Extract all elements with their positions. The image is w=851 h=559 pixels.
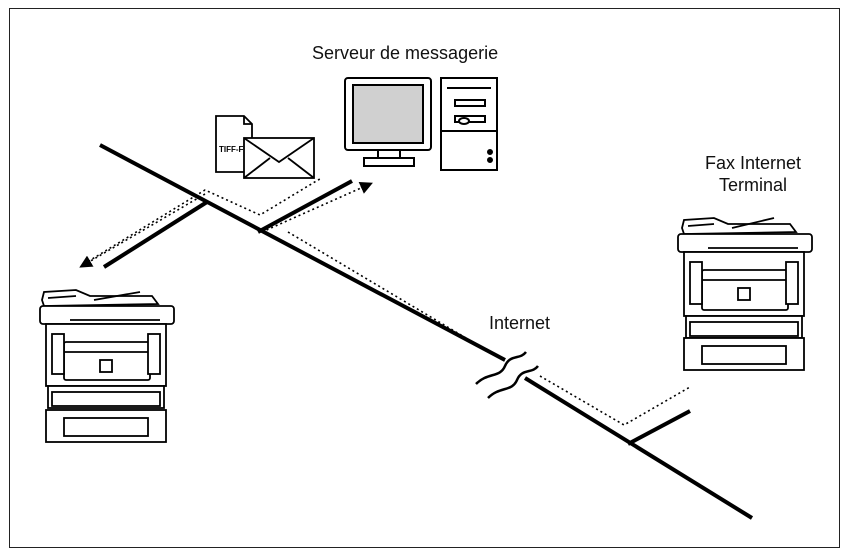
internet-label: Internet <box>489 313 551 333</box>
mail-server-label: Serveur de messagerie <box>312 43 499 63</box>
fax-terminal-label-line1: Fax Internet <box>704 153 802 173</box>
flow-to-sender-arrow <box>79 193 206 268</box>
network-line <box>99 143 754 520</box>
envelope-icon <box>243 137 315 179</box>
sender-printer-icon <box>39 289 175 443</box>
tiff-document-icon: TIFF-F <box>215 115 253 173</box>
data-flow-paths <box>83 177 691 426</box>
fax-terminal-label-line2: Terminal <box>718 175 788 195</box>
receiver-printer-icon <box>677 217 813 371</box>
server-branch-line <box>257 179 353 234</box>
internet-break-symbol <box>475 351 539 399</box>
sender-branch-line <box>102 200 209 269</box>
flow-to-server <box>261 182 373 233</box>
tiff-label: TIFF-F <box>219 145 244 154</box>
desktop-computer-icon <box>344 77 498 171</box>
receiver-branch-line <box>627 409 691 446</box>
